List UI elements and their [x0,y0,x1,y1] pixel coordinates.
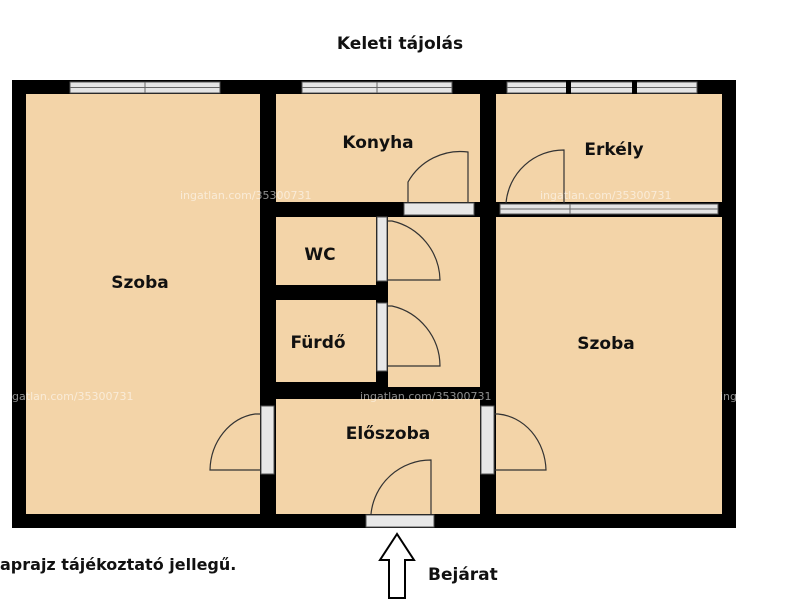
door-swing-wc [388,220,441,281]
door-swing-szoba-right [494,413,547,471]
door-swing-konyha [407,150,469,203]
floor-konyha [276,94,480,202]
floor-szoba-left [26,94,260,514]
room-label-erkely: Erkély [584,140,643,160]
watermark-2: ingatlan.com/35300731 [540,189,672,202]
door-swing-furdo [388,305,441,367]
door-gap-furdo [376,302,388,372]
room-label-szoba-right: Szoba [577,334,634,354]
door-gap-szoba-left [260,405,275,475]
floor-szoba-right [496,217,722,514]
floor-erkely [496,94,722,202]
room-label-eloszoba: Előszoba [346,424,430,444]
orientation-title: Keleti tájolás [336,34,464,54]
door-gap-wc [376,216,388,282]
door-gap-konyha [403,202,475,216]
watermark-5: ingatlan.com/35300731 [720,390,800,403]
floor-wc [276,217,376,285]
window-szoba-left [69,81,221,94]
door-swing-erkely [505,149,565,204]
entrance-arrow-icon [378,532,416,599]
floor-eloszoba [276,399,480,514]
room-label-szoba-left: Szoba [111,273,168,293]
balcony-glazing [499,203,719,215]
disclaimer-note: aprajz tájékoztató jellegű. [0,555,237,574]
watermark-4: ingatlan.com/35300731 [360,390,492,403]
room-label-furdo: Fürdő [290,333,345,353]
window-konyha [301,81,453,94]
window-erkely [506,80,698,94]
watermark-3: ingatlan.com/35300731 [2,390,134,403]
floor-furdo [276,300,376,382]
entrance-label: Bejárat [428,565,498,585]
floor-corridor [388,217,480,387]
door-gap-entrance [365,514,435,528]
room-label-konyha: Konyha [342,133,413,153]
door-swing-entrance [370,459,432,515]
room-label-wc: WC [304,245,335,265]
watermark-1: ingatlan.com/35300731 [180,189,312,202]
door-swing-szoba-left [209,413,261,471]
door-gap-szoba-right [480,405,495,475]
